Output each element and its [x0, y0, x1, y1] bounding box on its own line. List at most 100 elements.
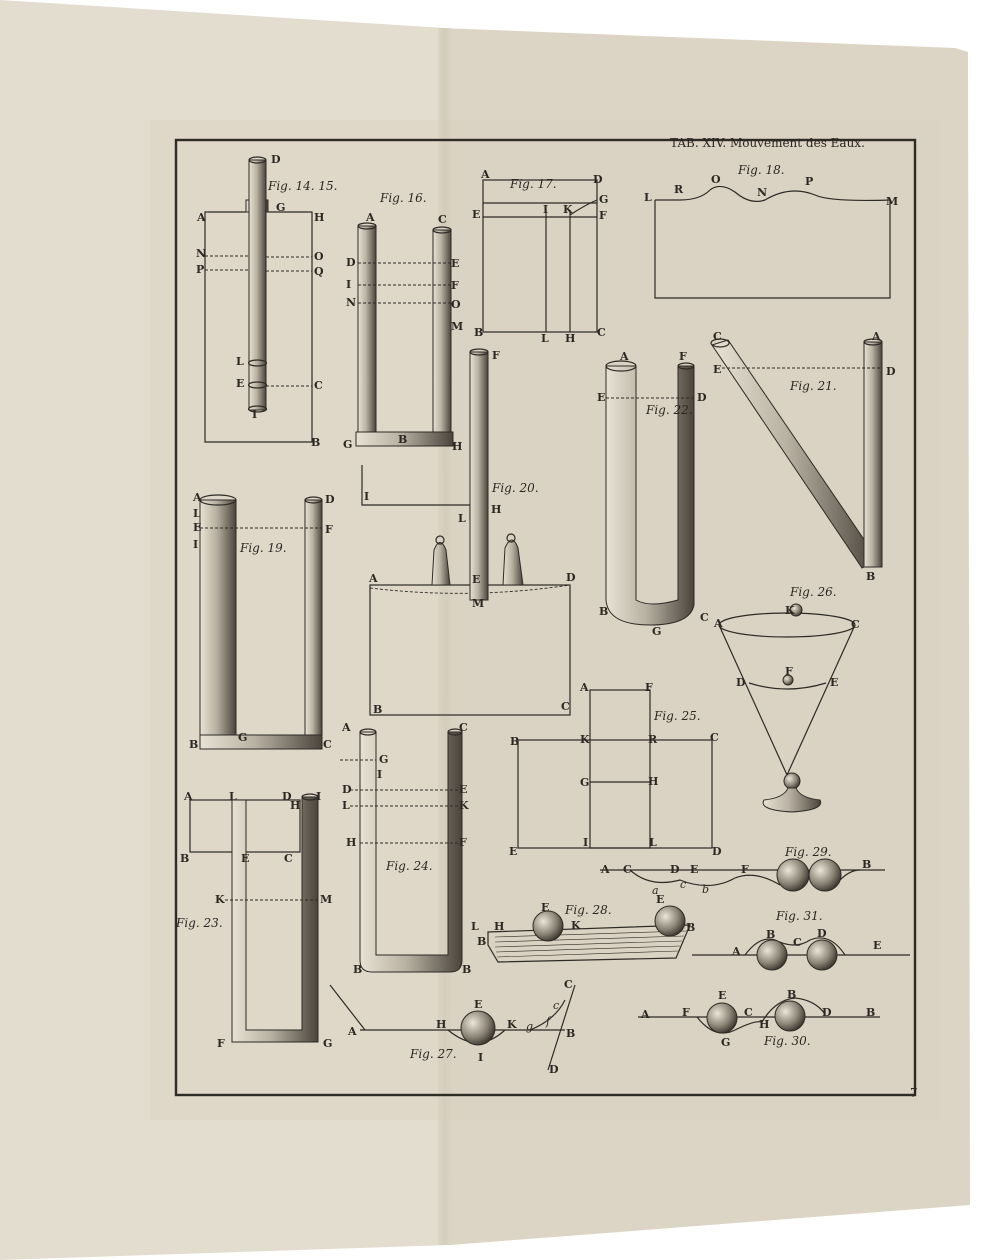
point-label: L [229, 790, 237, 803]
figure-caption: Fig. 27. [409, 1047, 457, 1061]
plate-border [174, 138, 917, 1097]
figure-caption: Fig. 30. [763, 1034, 811, 1048]
point-label: C [793, 936, 802, 949]
point-label: c [680, 878, 686, 891]
figure-caption: Fig. 23. [175, 916, 223, 930]
point-label: B [866, 570, 875, 583]
point-label: F [599, 209, 607, 222]
point-label: D [271, 153, 281, 166]
figure-caption: Fig. 29. [784, 845, 832, 859]
point-label: K [785, 604, 795, 617]
point-label: f [545, 1015, 552, 1028]
point-label: F [325, 523, 333, 536]
point-label: E [718, 989, 726, 1002]
figure-17-drawing [482, 179, 598, 333]
point-label: H [759, 1018, 769, 1031]
point-label: G [599, 193, 608, 206]
point-label: I [252, 408, 257, 421]
point-label: M [451, 320, 463, 333]
point-label: K [215, 893, 225, 906]
point-label: G [343, 438, 352, 451]
point-label: B [477, 935, 486, 948]
figure-25-drawing [517, 689, 713, 849]
point-label: C [561, 700, 570, 713]
point-label: M [886, 195, 898, 208]
point-label: B [398, 433, 407, 446]
point-label: E [873, 939, 881, 952]
point-label: F [451, 279, 459, 292]
figure-24-drawing [340, 728, 463, 973]
point-label: E [830, 676, 838, 689]
point-label: D [593, 173, 603, 186]
point-label: B [373, 703, 382, 716]
point-label: K [507, 1018, 517, 1031]
figure-21-drawing [710, 338, 883, 569]
figure-caption: Fig. 26. [789, 585, 837, 599]
figure-22-drawing [605, 360, 695, 626]
point-label: F [492, 349, 500, 362]
point-label: B [862, 858, 871, 871]
point-label: D [886, 365, 896, 378]
point-label: E [690, 863, 698, 876]
point-label: B [599, 605, 608, 618]
point-label: E [541, 901, 549, 914]
point-label: C [744, 1006, 753, 1019]
figure-caption: Fig. 28. [564, 903, 612, 917]
point-label: A [192, 491, 202, 504]
point-label: I [583, 836, 588, 849]
point-label: b [702, 883, 709, 896]
point-label: G [323, 1037, 332, 1050]
point-label: O [711, 173, 721, 186]
point-label: E [451, 257, 459, 270]
point-label: C [851, 618, 860, 631]
point-label: I [364, 490, 369, 503]
point-label: F [459, 836, 467, 849]
point-label: A [619, 350, 629, 363]
point-label: H [290, 799, 300, 812]
point-label: H [436, 1018, 446, 1031]
point-label: G [580, 776, 589, 789]
figure-caption: Fig. 31. [775, 909, 823, 923]
point-label: B [189, 738, 198, 751]
point-label: D [549, 1063, 559, 1076]
point-label: P [196, 263, 204, 276]
point-label: I [316, 790, 321, 803]
point-label: A [368, 572, 378, 585]
plate-title: TAB. XIV. Mouvement des Eaux. [670, 136, 865, 150]
point-label: D [817, 927, 827, 940]
point-label: F [679, 350, 687, 363]
point-label: F [785, 665, 793, 678]
figure-28-drawing [487, 905, 691, 963]
point-label: C [459, 721, 468, 734]
point-label: I [346, 278, 351, 291]
point-label: B [462, 963, 471, 976]
point-label: G [379, 753, 388, 766]
point-label: M [472, 597, 484, 610]
book-pages [0, 0, 970, 1260]
figure-27-drawing [329, 984, 576, 1071]
figure-caption: Fig. 19. [239, 541, 287, 555]
point-label: C [314, 379, 323, 392]
point-label: H [452, 440, 462, 453]
point-label: C [700, 611, 709, 624]
point-label: N [757, 186, 767, 199]
point-label: A [640, 1008, 650, 1021]
figure-caption: Fig. 20. [491, 481, 539, 495]
point-label: L [471, 920, 479, 933]
figure-caption: Fig. 21. [789, 379, 837, 393]
point-label: C [713, 330, 722, 343]
point-label: D [325, 493, 335, 506]
figure-26-drawing [718, 603, 856, 813]
point-label: C [284, 852, 293, 865]
point-label: H [314, 211, 324, 224]
point-label: A [183, 790, 193, 803]
point-label: B [510, 735, 519, 748]
point-label: D [712, 845, 722, 858]
point-label: M [320, 893, 332, 906]
point-label: L [193, 507, 201, 520]
figure-caption: Fig. 24. [385, 859, 433, 873]
point-label: F [741, 863, 749, 876]
figure-20-drawing [361, 348, 571, 716]
point-label: E [656, 893, 664, 906]
